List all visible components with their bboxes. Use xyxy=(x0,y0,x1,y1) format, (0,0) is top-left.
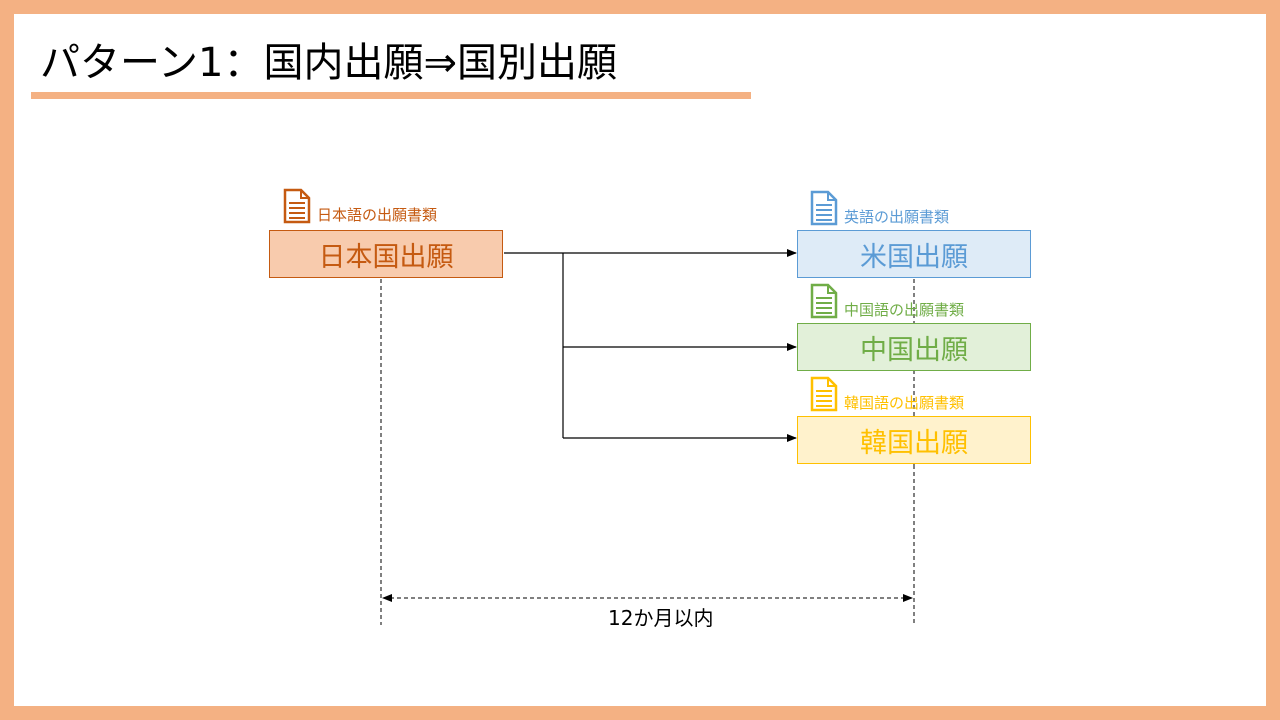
period-label: 12か月以内 xyxy=(608,606,714,630)
japan-application-label: 日本国出願 xyxy=(318,241,454,273)
document-icon xyxy=(810,190,838,226)
cn-doc-label-text: 中国語の出願書類 xyxy=(844,301,965,319)
us-doc-label-text: 英語の出願書類 xyxy=(844,208,950,226)
title-underline xyxy=(31,92,751,99)
korea-application-box: 韓国出願 xyxy=(797,416,1031,464)
slide xyxy=(14,14,1266,706)
document-icon xyxy=(810,283,838,319)
china-application-box: 中国出願 xyxy=(797,323,1031,371)
korea-application-label: 韓国出願 xyxy=(860,427,968,459)
us-doc-label: 英語の出願書類 xyxy=(810,190,949,226)
document-icon xyxy=(283,188,311,224)
cn-doc-label: 中国語の出願書類 xyxy=(810,283,964,319)
jp-doc-label: 日本語の出願書類 xyxy=(283,188,437,224)
us-application-label: 米国出願 xyxy=(860,241,968,273)
document-icon xyxy=(810,376,838,412)
kr-doc-label-text: 韓国語の出願書類 xyxy=(844,394,965,412)
jp-doc-label-text: 日本語の出願書類 xyxy=(317,206,438,224)
slide-title: パターン1：国内出願⇒国別出願 xyxy=(40,40,617,86)
china-application-label: 中国出願 xyxy=(860,334,968,366)
kr-doc-label: 韓国語の出願書類 xyxy=(810,376,964,412)
japan-application-box: 日本国出願 xyxy=(269,230,503,278)
us-application-box: 米国出願 xyxy=(797,230,1031,278)
